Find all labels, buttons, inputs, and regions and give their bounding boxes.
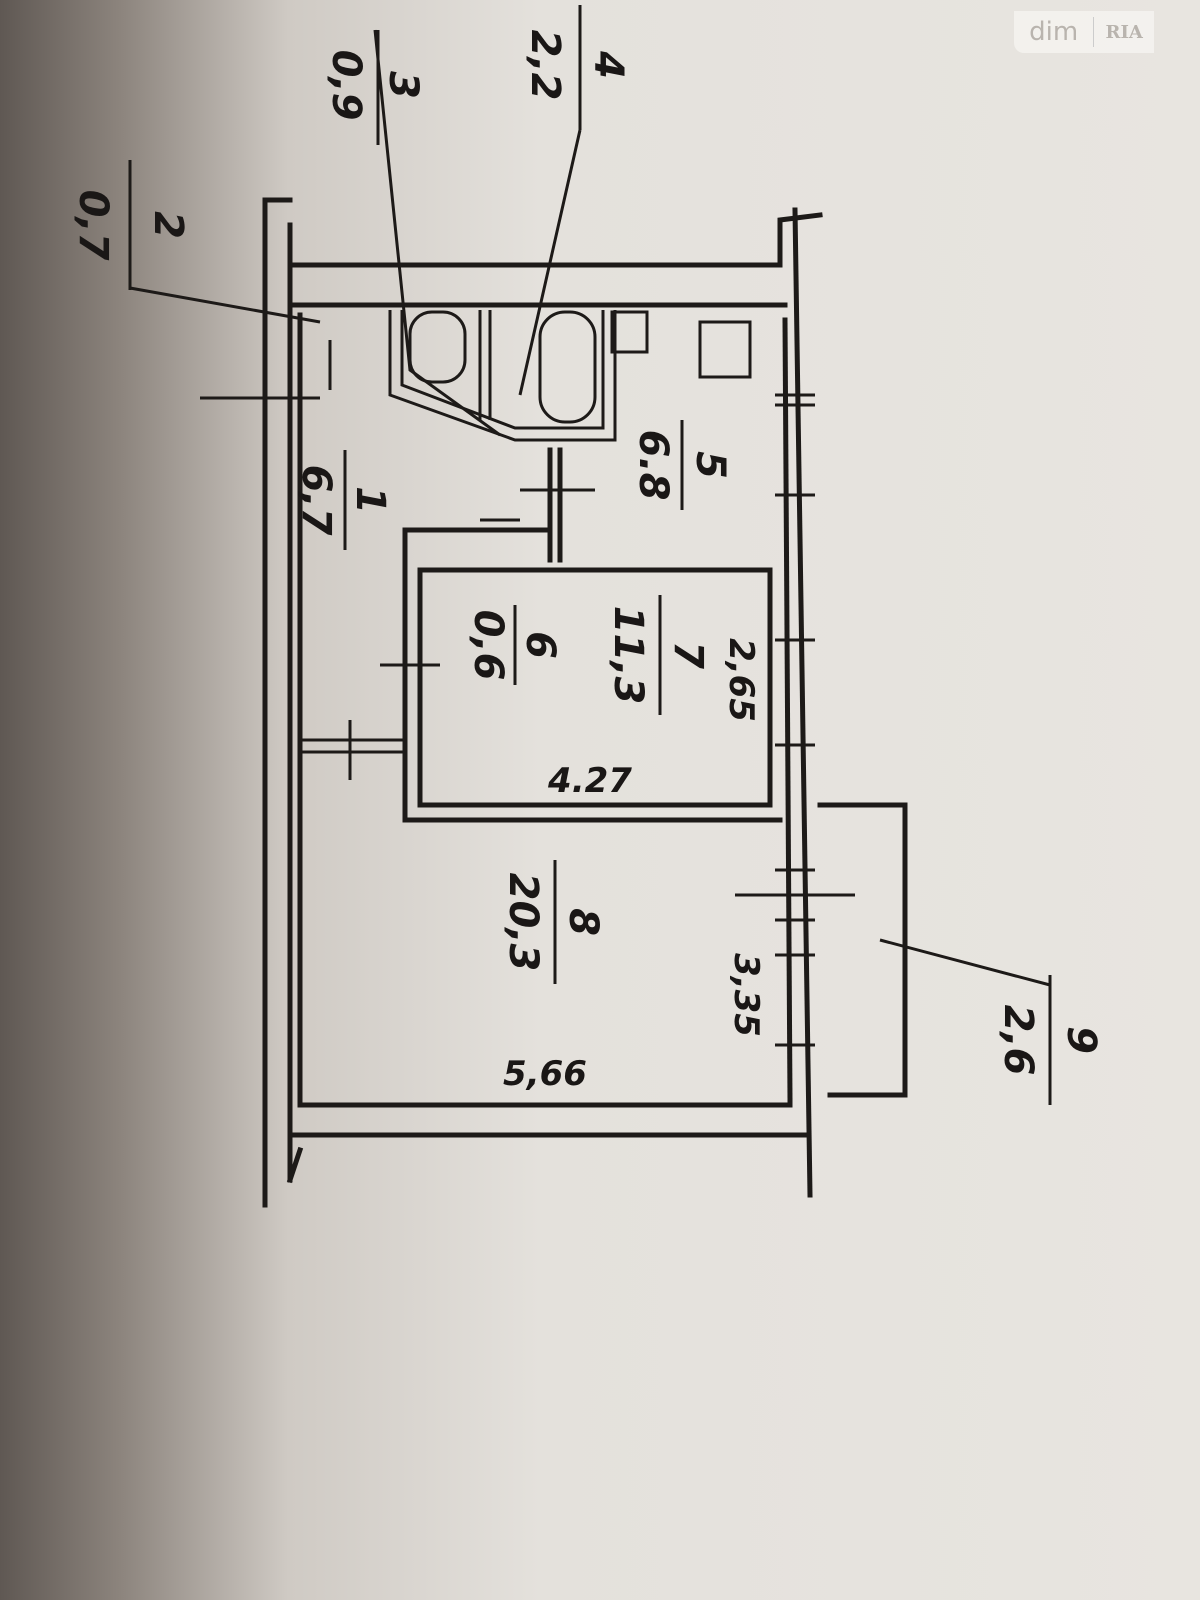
room-label-6: 6 0,6: [465, 605, 563, 685]
dimension-5-66: 5,66: [503, 1054, 587, 1094]
svg-text:7: 7: [665, 641, 711, 669]
room-label-9: 9 2,6: [995, 975, 1104, 1105]
svg-text:6: 6: [517, 631, 563, 659]
room-label-4: 4 2,2: [522, 5, 631, 130]
room-label-3: 3 0,9: [323, 30, 426, 145]
svg-text:0,9: 0,9: [323, 50, 369, 121]
room-label-5: 5 6.8: [630, 420, 733, 510]
svg-text:1: 1: [347, 486, 393, 514]
svg-text:2: 2: [145, 211, 191, 239]
room-label-1: 1 6,7: [293, 450, 393, 550]
svg-text:2,2: 2,2: [522, 30, 568, 101]
svg-text:9: 9: [1058, 1026, 1104, 1054]
dimension-2-65: 2,65: [721, 638, 761, 722]
svg-text:8: 8: [560, 908, 606, 936]
svg-text:4: 4: [585, 50, 631, 79]
dimension-4-27: 4.27: [547, 761, 632, 801]
svg-text:20,3: 20,3: [500, 873, 546, 972]
room-label-7: 7 11,3: [605, 595, 711, 715]
svg-text:6.8: 6.8: [630, 430, 676, 501]
svg-text:0,7: 0,7: [70, 190, 116, 261]
walls: [129, 29, 1051, 1208]
watermark-dim: dim: [1014, 17, 1095, 47]
room-label-8: 8 20,3: [500, 860, 606, 984]
dimension-3-35: 3,35: [726, 953, 766, 1037]
watermark-logo: dim RIA: [1014, 11, 1154, 53]
svg-text:0,6: 0,6: [465, 610, 511, 681]
svg-text:3: 3: [380, 71, 426, 99]
svg-text:5: 5: [687, 451, 733, 479]
room-label-2: 2 0,7: [70, 160, 191, 290]
svg-text:6,7: 6,7: [293, 465, 339, 536]
svg-text:11,3: 11,3: [605, 606, 651, 705]
svg-text:2,6: 2,6: [995, 1005, 1041, 1076]
watermark-ria: RIA: [1105, 21, 1143, 43]
